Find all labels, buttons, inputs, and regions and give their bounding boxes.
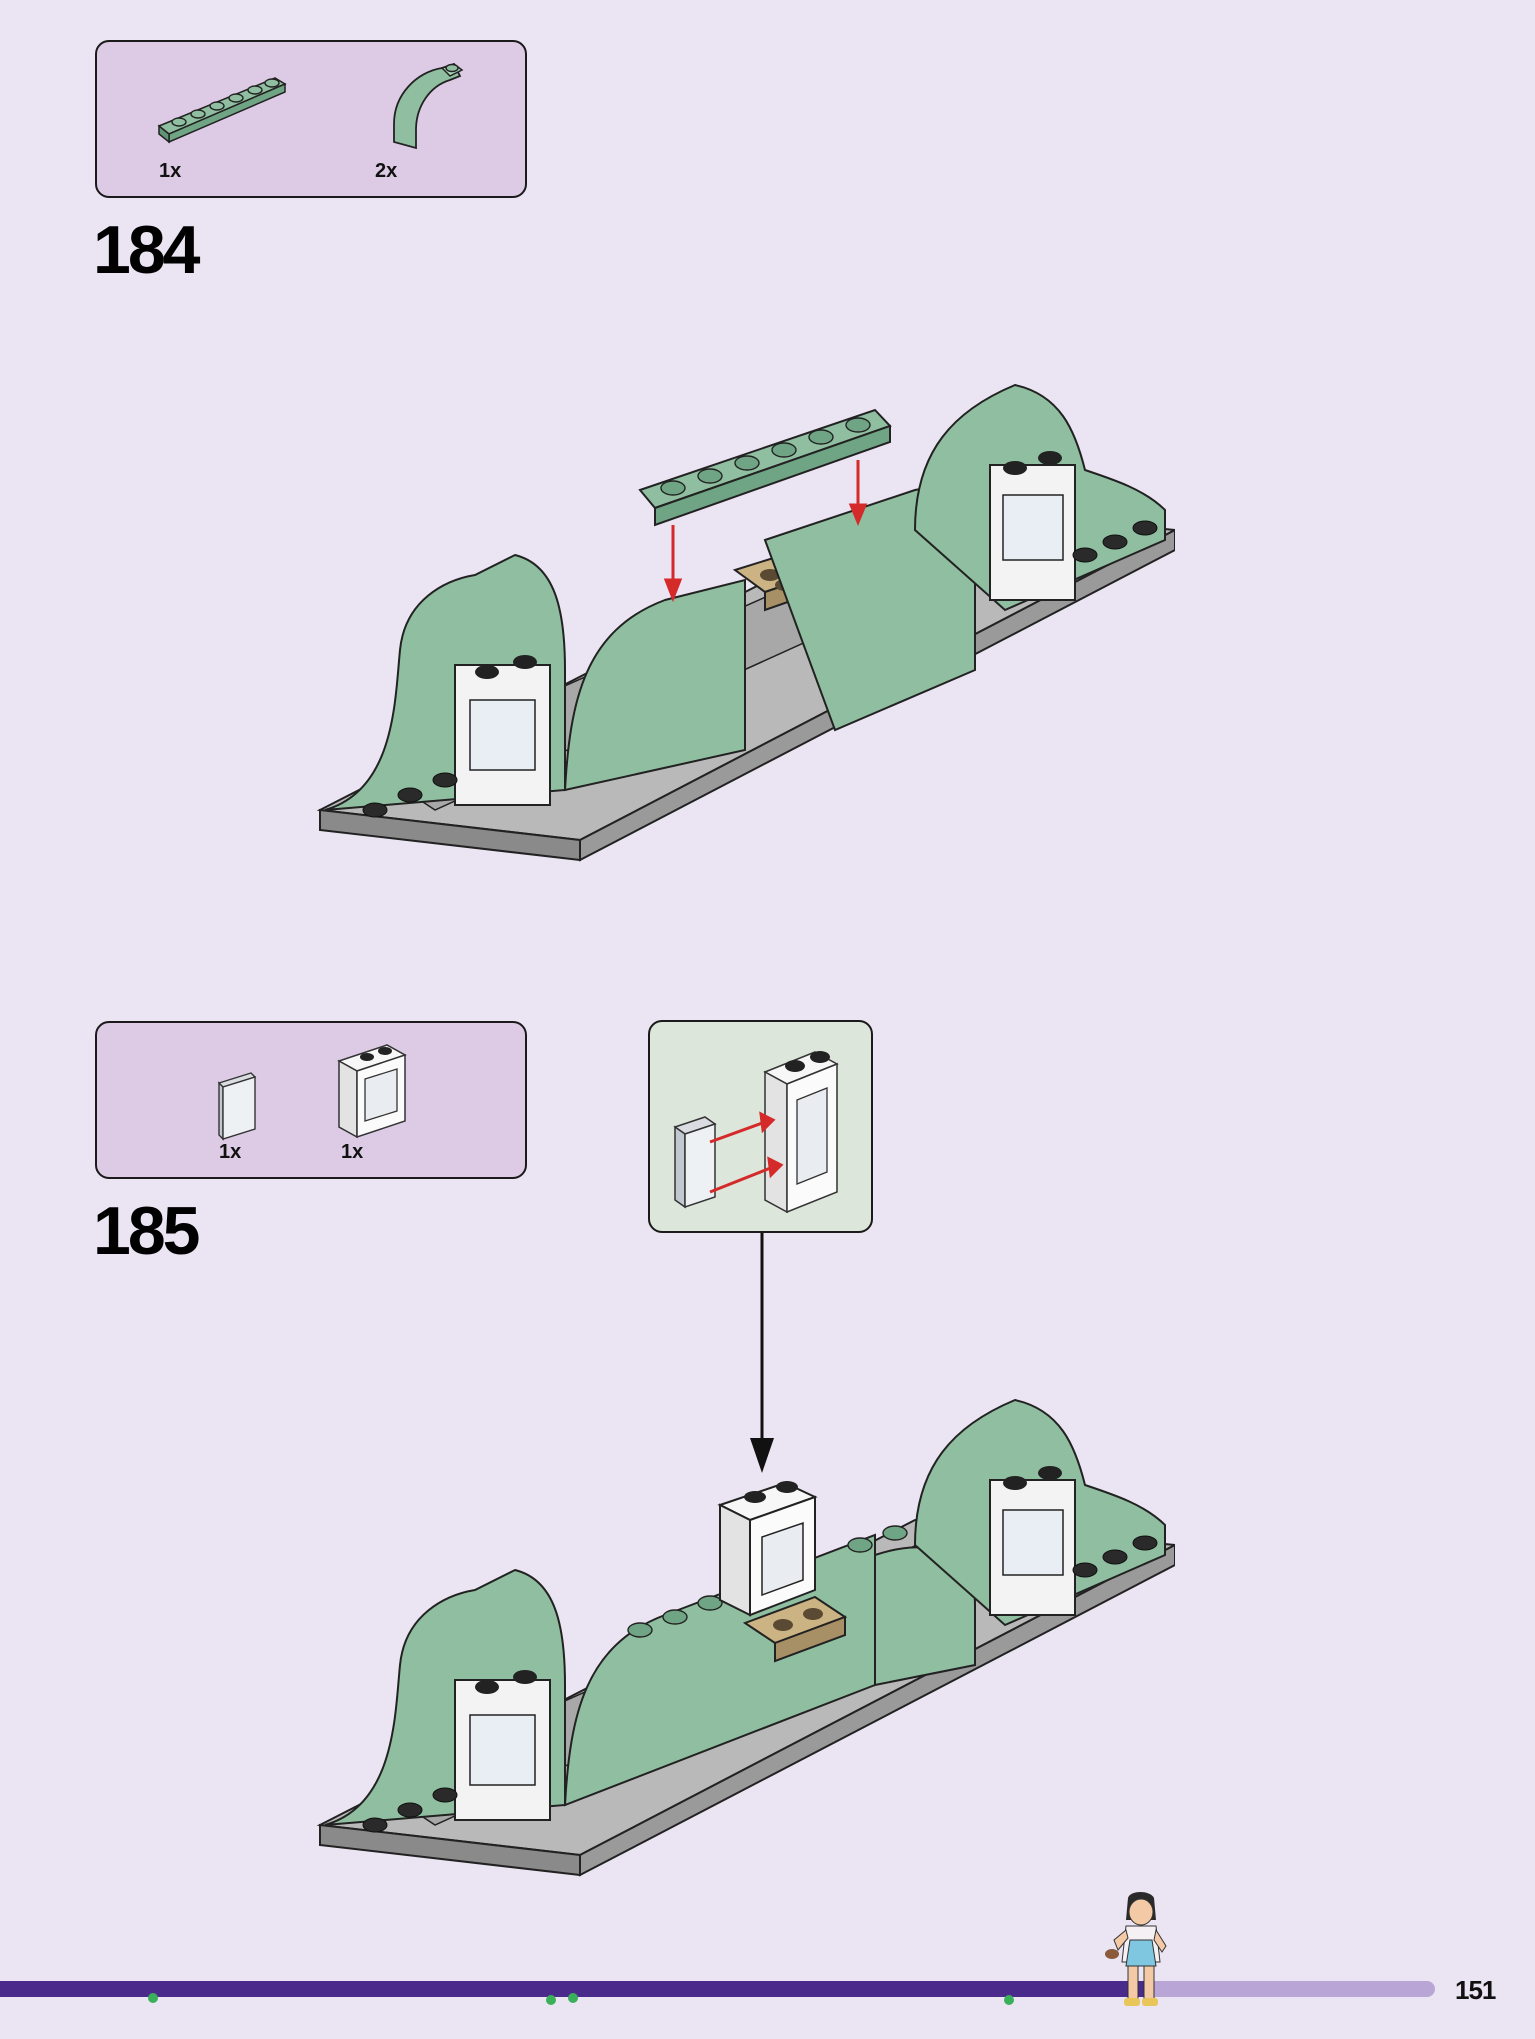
window-glass-pane-icon [217, 1072, 257, 1141]
model-step-185 [316, 1398, 1175, 1877]
parts-box-step-184: 1x 2x [95, 40, 527, 198]
part-qty-1: 1x [159, 160, 182, 182]
progress-dot [546, 1995, 556, 2005]
part-qty-3: 1x [219, 1141, 242, 1163]
page-number: 151 [1455, 1975, 1496, 2005]
progress-dot [568, 1993, 578, 2003]
parts-box-step-185: 1x 1x [95, 1021, 527, 1179]
step-number-185: 185 [93, 1193, 200, 1269]
part-qty-2: 2x [375, 160, 398, 182]
part-qty-4: 1x [341, 1141, 364, 1163]
model-step-184 [316, 383, 1175, 862]
progress-bar [0, 1981, 1435, 1997]
step-number-184: 184 [93, 212, 200, 288]
progress-dot [1004, 1995, 1014, 2005]
white-window-frame-icon [337, 1044, 407, 1139]
callout-subassembly [648, 1020, 873, 1233]
progress-dot [148, 1993, 158, 2003]
green-curved-slope-icon [393, 62, 464, 150]
minifigure-icon [1105, 1892, 1167, 2006]
green-plate-1x6-icon [157, 77, 287, 144]
window-assembly-diagram [673, 1051, 839, 1214]
callout-arrow [750, 1233, 774, 1473]
progress-bar-fill [0, 1981, 1148, 1997]
